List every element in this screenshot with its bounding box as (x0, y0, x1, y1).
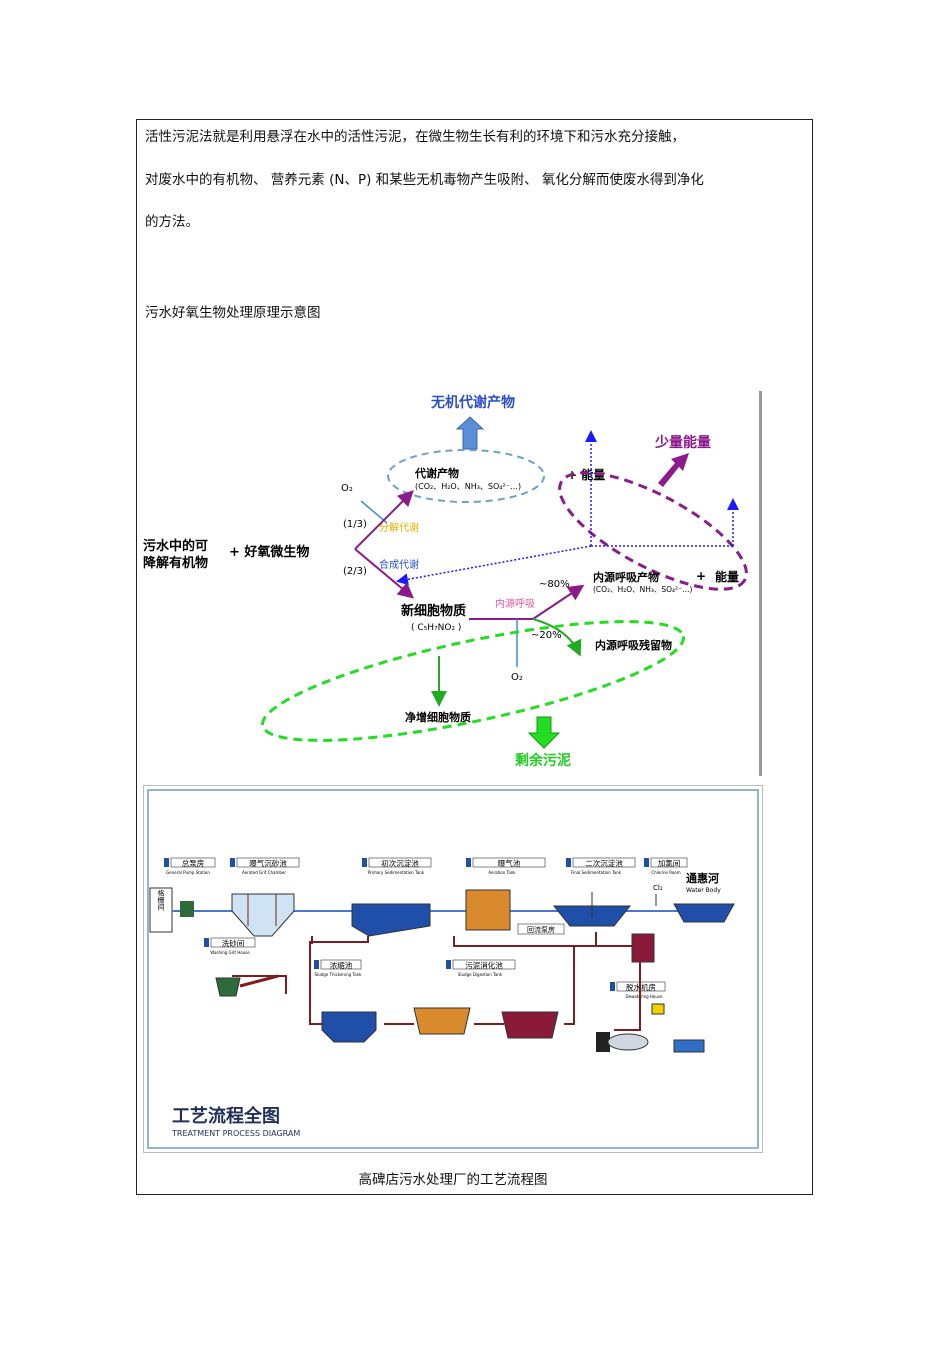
river-water-body (673, 903, 735, 923)
ratio-two-thirds: (2/3) (343, 566, 367, 577)
secondary-tank-label: 二次沉淀池 (585, 858, 623, 868)
primary-tank-label: 初次沉淀池 (381, 858, 419, 868)
small-energy-label: 少量能量 (654, 434, 711, 451)
figure1-title: 污水好氧生物处理原理示意图 (145, 305, 321, 321)
plus-energy-label: + 能量 (567, 467, 605, 482)
anabolism-label: 合成代谢 (379, 558, 419, 571)
thickening-tank-label: 浓缩池 (330, 960, 353, 970)
primary-tank-en: Primary Sedimentation Tank (368, 870, 425, 875)
endo-products-formula: (CO₂、H₂O、NH₃、SO₄²⁻…) (593, 585, 693, 594)
organic-matter-line1: 污水中的可 (143, 538, 208, 554)
pump-icon (180, 901, 194, 917)
new-cells-formula: ( C₅H₇NO₂ ) (411, 623, 461, 633)
endo-products-label: 内源呼吸产物 (593, 570, 659, 584)
aeration-tank (465, 889, 511, 931)
pump-house-label: 总泵房 (182, 858, 205, 868)
intro-line-1: 活性污泥法就是利用悬浮在水中的活性污泥，在微生物生长有利的环境下和污水充分接触， (145, 129, 685, 145)
ratio-third: (1/3) (343, 519, 367, 530)
primary-tank (351, 903, 431, 937)
secondary-tank-en: Final Sedimentation Tank (571, 870, 622, 875)
filter-press (607, 1033, 649, 1051)
digestion-tank-2 (501, 1011, 559, 1039)
document-frame (136, 119, 813, 1195)
river-label: 通惠河 (686, 871, 719, 885)
press-base (596, 1032, 610, 1052)
down-arrow-icon (527, 716, 561, 749)
endogenous-label: 内源呼吸 (495, 597, 535, 610)
residue-ellipse (261, 620, 685, 742)
truck-icon (673, 1039, 705, 1053)
digestion-tank-en: Sludge Digestion Tank (458, 972, 503, 977)
o2-bottom-label: O₂ (511, 672, 523, 683)
grit-chamber-en: Aerated Grit Chamber (242, 870, 286, 875)
inorganic-products-label: 无机代谢产物 (430, 394, 515, 411)
o2-top-label: O₂ (341, 483, 353, 494)
dewatering-house-en: Dewatering House (626, 994, 663, 999)
river-en: Water Body (686, 887, 721, 894)
up-arrow-icon (455, 416, 485, 450)
net-cells-label: 净增细胞物质 (405, 710, 471, 724)
sludge-silo (631, 933, 655, 963)
figure2-caption: 高碑店污水处理厂的工艺流程图 (358, 1172, 548, 1188)
energy-arrow-icon (658, 453, 689, 487)
hopper-icon (651, 1003, 665, 1015)
thickening-tank-en: Sludge Thickening Tank (315, 972, 363, 977)
chlorine-room-label: 加氯间 (658, 858, 681, 868)
figure1-edge (759, 391, 762, 776)
screen-house-label: 格栅间 (157, 889, 165, 912)
catabolism-label: 分解代谢 (379, 521, 419, 534)
pct20-label: ~20% (531, 630, 562, 641)
diagram-title-en: TREATMENT PROCESS DIAGRAM (171, 1129, 300, 1138)
organic-matter-line2: 降解有机物 (143, 555, 208, 571)
treatment-process-diagram: 总泵房 General Pump Station 曝气沉砂池 Aerated G… (143, 785, 763, 1153)
grit-chamber-label: 曝气沉砂池 (249, 858, 287, 868)
cl2-label: Cl₂ (653, 884, 663, 892)
washing-grit-unit (215, 977, 241, 997)
intro-line-3: 的方法。 (145, 214, 199, 230)
washing-house-en: Washing Grit House (210, 950, 250, 955)
pump-house-en: General Pump Station (166, 870, 210, 875)
return-pump-label: 回流泵房 (527, 925, 555, 934)
excess-sludge-label: 剩余污泥 (515, 752, 571, 769)
energy-label: 能量 (715, 569, 739, 584)
digestion-tank-1 (413, 1007, 471, 1035)
aerobic-microbes-label: + 好氧微生物 (229, 544, 309, 560)
diagram-title: 工艺流程全图 (172, 1105, 280, 1127)
endo-residue-label: 内源呼吸残留物 (595, 638, 672, 652)
energy-ellipse (558, 471, 748, 591)
plus-label: + (696, 569, 706, 583)
thickening-tank (321, 1011, 377, 1043)
new-cells-label: 新细胞物质 (401, 603, 466, 619)
chlorine-room-en: Chlorine Room (651, 870, 680, 875)
metabolites-label: 代谢产物 (414, 466, 459, 480)
pct80-label: ~80% (539, 579, 570, 590)
metabolites-formula: (CO₂、H₂O、NH₃、SO₄²⁻…) (415, 482, 521, 491)
aeration-tank-en: Aeration Tank (488, 870, 516, 875)
metabolites-ellipse (387, 449, 545, 503)
aerobic-principle-diagram: 无机代谢产物 代谢产物 (CO₂、H₂O、NH₃、SO₄²⁻…) + 能量 少量… (143, 391, 763, 776)
digestion-tank-label: 污泥消化池 (465, 960, 503, 970)
aeration-tank-label: 曝气池 (498, 858, 521, 868)
intro-line-2: 对废水中的有机物、 营养元素 (N、P) 和某些无机毒物产生吸附、 氧化分解而使… (145, 172, 704, 188)
washing-house-label: 洗砂间 (222, 938, 245, 948)
